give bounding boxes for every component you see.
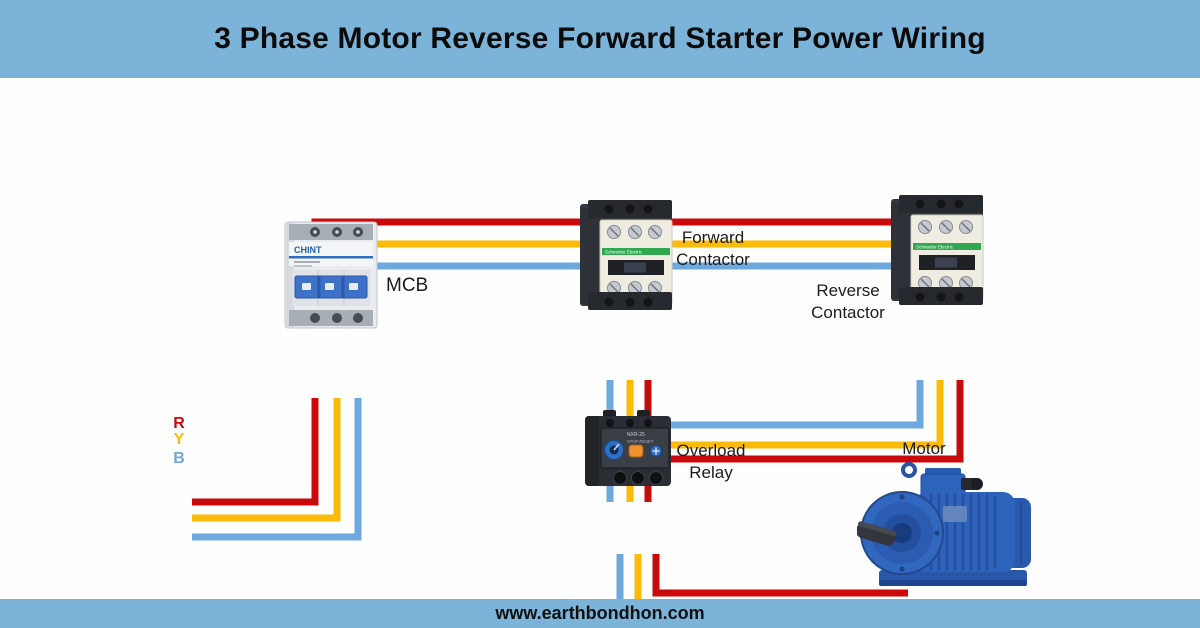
forward-contactor-label: Forward Contactor [668, 227, 758, 271]
page-title: 3 Phase Motor Reverse Forward Starter Po… [214, 22, 986, 55]
wire-motor-r [652, 554, 908, 597]
wire-source-b [192, 398, 362, 541]
wire-reverse-out-r [609, 380, 964, 463]
forward-contactor-label-line1: Forward [681, 228, 745, 247]
forward-contactor-brand-text: Schneider Electric [605, 250, 643, 255]
relay-reset-button [628, 444, 644, 458]
reverse-contactor-label-line2: Contactor [811, 303, 885, 322]
forward-contactor-label-line2: Contactor [676, 250, 750, 269]
reverse-contactor-image: Schneider Electric [891, 195, 984, 305]
diagram-canvas: R Y B CHINT [0, 78, 1200, 628]
phase-label-r: R [173, 415, 185, 432]
mcb-image: CHINT [284, 221, 378, 329]
overload-relay-label-line2: Relay [689, 463, 733, 482]
overload-relay-label-line1: Overload [676, 441, 746, 460]
overload-relay-model-text: NXR-25 [627, 432, 645, 438]
reverse-contactor-label-line1: Reverse [816, 281, 880, 300]
motor-image [857, 462, 1031, 586]
overload-relay-panel-text: STOP RESET [627, 439, 654, 444]
reverse-contactor-label: Reverse Contactor [802, 280, 894, 324]
phase-label-b: B [173, 450, 185, 467]
wire-source-y [192, 398, 341, 522]
reverse-contactor-brand-text: Schneider Electric [916, 245, 954, 250]
wire-source-r [192, 398, 319, 506]
motor-label: Motor [902, 439, 946, 458]
phase-label-y: Y [173, 431, 185, 448]
header-banner: 3 Phase Motor Reverse Forward Starter Po… [0, 0, 1200, 78]
footer-banner: www.earthbondhon.com [0, 599, 1200, 628]
wire-motor-b [616, 554, 624, 628]
mcb-label: MCB [386, 275, 429, 296]
mcb-brand-text: CHINT [294, 245, 322, 255]
wire-reverse-out-b [649, 380, 924, 429]
overload-relay-image: NXR-25 STOP RESET [585, 410, 671, 486]
overload-relay-label: Overload Relay [668, 440, 754, 484]
forward-contactor-image: Schneider Electric [580, 200, 673, 310]
website-url: www.earthbondhon.com [495, 603, 705, 623]
wire-reverse-out-y [630, 380, 944, 449]
